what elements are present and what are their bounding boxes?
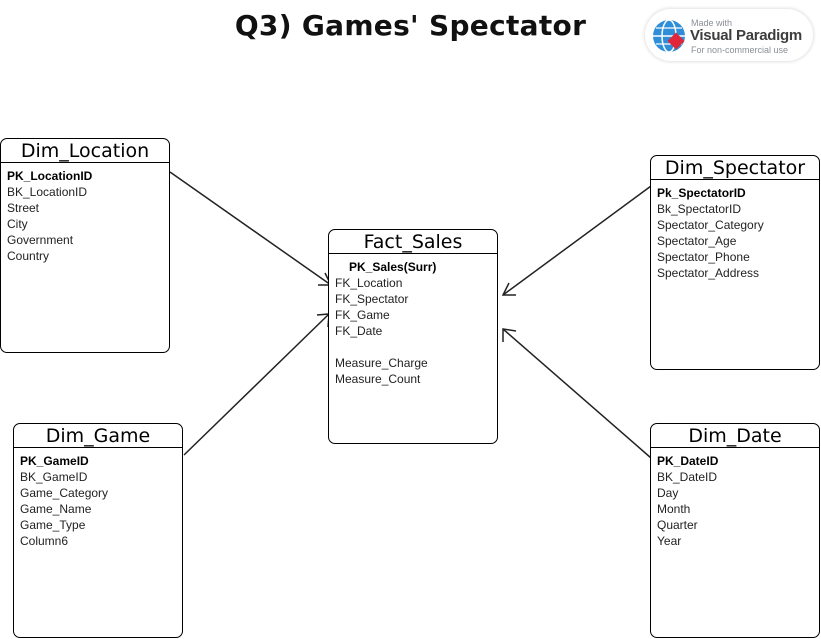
dim-location-header: Dim_Location (1, 139, 169, 163)
dim-date-header: Dim_Date (651, 424, 819, 448)
table-field: Month (657, 502, 691, 516)
table-field-pk: Pk_SpectatorID (657, 186, 746, 200)
table-field-pk: PK_DateID (657, 454, 719, 468)
visual-paradigm-watermark: Made with Visual Paradigm For non-commer… (645, 9, 813, 61)
table-field: FK_Date (335, 324, 383, 338)
table-field: BK_GameID (20, 470, 88, 484)
edge-spectator-to-fact (502, 185, 652, 296)
edge-date-to-fact (502, 328, 652, 459)
table-field: BK_LocationID (7, 185, 88, 199)
table-field: Bk_SpectatorID (657, 202, 742, 216)
table-field: Measure_Count (335, 372, 421, 386)
table-field: Column6 (20, 534, 69, 548)
dim-spectator-table[interactable]: Dim_Spectator Pk_SpectatorID Bk_Spectato… (650, 155, 820, 370)
table-field: FK_Spectator (335, 292, 409, 306)
edge-location-to-fact (169, 171, 332, 286)
table-field: Game_Category (20, 486, 109, 500)
arrowhead-spectator (501, 282, 516, 296)
dim-date-table[interactable]: Dim_Date PK_DateID BK_DateID Day Month Q… (650, 423, 820, 638)
dim-game-header: Dim_Game (14, 424, 182, 448)
table-field: FK_Game (335, 308, 390, 322)
arrowhead-date (502, 328, 517, 342)
table-field: Game_Name (20, 502, 92, 516)
dim-game-table[interactable]: Dim_Game PK_GameID BK_GameID Game_Catego… (13, 423, 183, 638)
fact-sales-header: Fact_Sales (329, 230, 497, 254)
table-field: Government (7, 233, 74, 247)
table-field: FK_Location (335, 276, 403, 290)
table-field: Street (7, 201, 40, 215)
globe-icon (653, 19, 685, 53)
diagram-title: Q3) Games' Spectator (234, 9, 587, 42)
table-field-pk: PK_Sales(Surr) (349, 260, 437, 274)
fact-sales-table[interactable]: Fact_Sales PK_Sales(Surr) FK_Location FK… (328, 229, 498, 444)
table-field: Spectator_Phone (657, 250, 750, 264)
table-field: Game_Type (20, 518, 86, 532)
table-field: Day (657, 486, 679, 500)
watermark-brand: Visual Paradigm (690, 27, 802, 44)
watermark-line1: Made with (691, 18, 733, 28)
table-field: Spectator_Category (657, 218, 764, 232)
dim-spectator-header: Dim_Spectator (651, 156, 819, 180)
table-field-spacer (335, 339, 497, 355)
table-field-pk: PK_GameID (20, 454, 89, 468)
table-field: Spectator_Age (657, 234, 737, 248)
table-field: Quarter (657, 518, 698, 532)
watermark-line3: For non-commercial use (691, 45, 789, 55)
table-field: Spectator_Address (657, 266, 760, 280)
table-field: BK_DateID (657, 470, 718, 484)
table-field: Measure_Charge (335, 356, 428, 370)
table-field-pk: PK_LocationID (7, 169, 93, 183)
edge-game-to-fact (183, 313, 330, 456)
dim-location-table[interactable]: Dim_Location PK_LocationID BK_LocationID… (0, 138, 170, 353)
table-field: City (7, 217, 28, 231)
table-field: Country (7, 249, 50, 263)
table-field: Year (657, 534, 682, 548)
